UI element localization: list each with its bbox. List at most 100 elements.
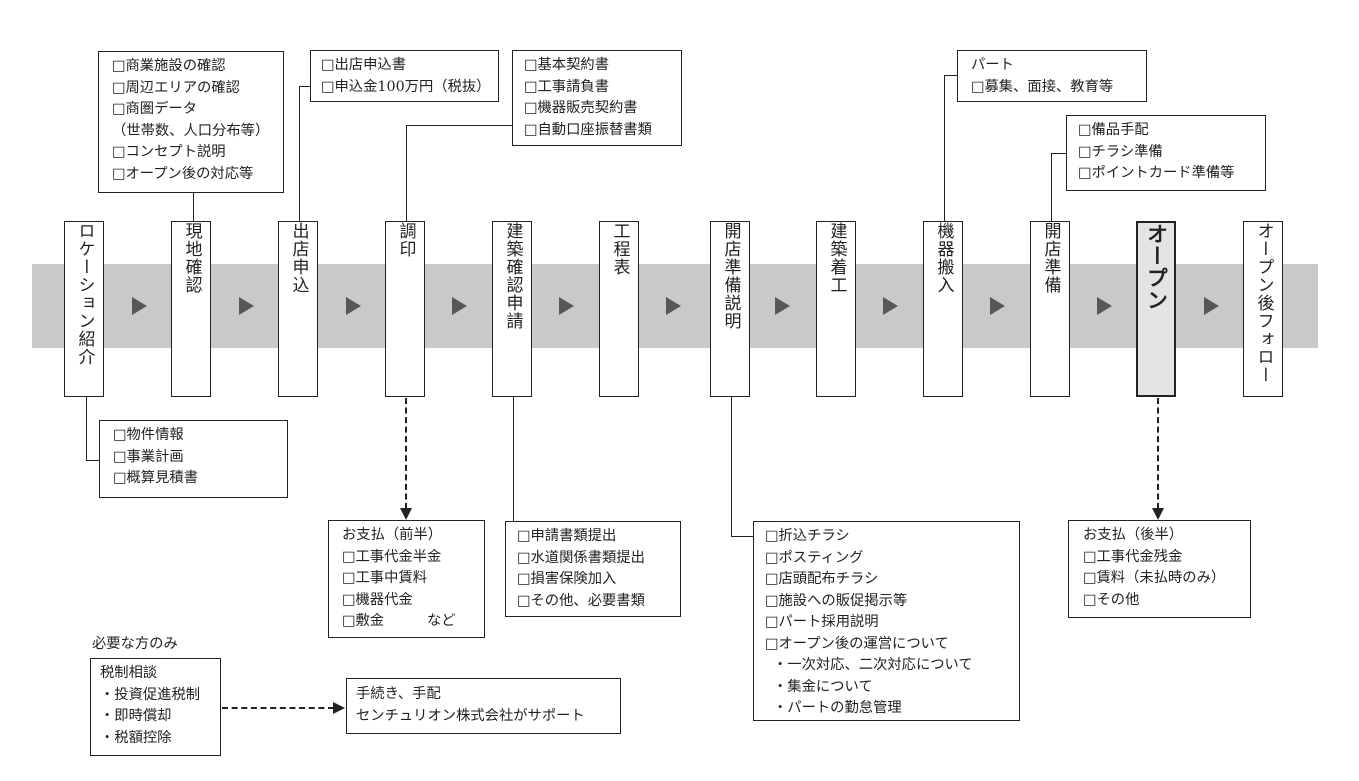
step-location-intro: ロケーション紹介 [64,221,104,397]
note-line: □その他 [1083,591,1140,608]
dashed-connector [1157,398,1159,509]
note-line: ・投資促進税制 [100,686,201,703]
note-line: お支払（後半） [1083,527,1184,543]
note-opening-prep-explain: □折込チラシ □ポスティング □店頭配布チラシ □施設への販促掲示等 □パート採… [753,521,1020,721]
connector-line [731,397,732,536]
note-line: □水道関係書類提出 [517,549,645,566]
arrow-right-icon [333,702,345,714]
dashed-connector [222,707,334,709]
arrow-down-icon [1152,508,1164,520]
note-application: □出店申込書 □申込金100万円（税抜） [310,50,499,102]
note-line: □機器代金 [342,591,413,608]
step-label: 調印 [395,222,416,258]
note-line: お支払（前半） [342,527,443,543]
arrow-down-icon [400,508,412,520]
note-line: □オープン後の対応等 [112,165,254,182]
connector-line [86,460,99,461]
step-equipment-delivery: 機器搬入 [923,221,963,397]
note-line: □商圏データ [112,101,197,117]
note-equipment: パート □募集、面接、教育等 [957,50,1147,102]
note-signing: □基本契約書 □工事請負書 □機器販売契約書 □自動口座振替書類 [512,50,682,146]
flow-arrow-icon [775,297,790,315]
step-label: 工程表 [609,222,630,276]
note-line: □パート採用説明 [765,614,879,630]
connector-line [193,193,194,221]
step-label: 機器搬入 [933,222,954,294]
connector-line [513,397,514,521]
note-line: 手続き、手配 [356,686,441,702]
flow-arrow-icon [883,297,898,315]
connector-line [1051,153,1052,221]
note-line: □自動口座振替書類 [524,121,652,138]
flow-arrow-icon [132,297,147,315]
note-line: □工事請負書 [524,78,609,95]
flow-arrow-icon [990,297,1005,315]
note-line: ・即時償却 [100,708,172,724]
note-line: □備品手配 [1078,122,1149,138]
note-line: □機器販売契約書 [524,100,638,116]
note-line: □物件情報 [113,427,184,443]
note-line: □工事代金残金 [1083,548,1183,565]
step-label: 建築確認申請 [502,222,523,330]
step-building-confirm: 建築確認申請 [492,221,532,397]
note-payment-first-half: お支払（前半） □工事代金半金 □工事中賃料 □機器代金 □敷金 など [328,520,485,638]
step-schedule: 工程表 [599,221,639,397]
note-line: ・パートの勤怠管理 [773,700,902,716]
flow-arrow-icon [346,297,361,315]
step-opening-prep-explain: 開店準備説明 [710,221,750,397]
note-line: □その他、必要書類 [517,592,645,609]
note-site-check: □商業施設の確認 □周辺エリアの確認 □商圏データ （世帯数、人口分布等） □コ… [98,51,284,193]
connector-line [86,397,87,460]
note-line: □店頭配布チラシ [765,571,879,587]
step-construction-start: 建築着工 [816,221,856,397]
note-line: センチュリオン株式会社がサポート [356,707,585,724]
step-signing: 調印 [385,221,425,397]
note-line: □チラシ準備 [1078,143,1163,160]
connector-line [1051,153,1066,154]
step-label: 現地確認 [181,222,202,294]
flow-arrow-icon [452,297,467,315]
step-label: オープン後フォロー [1253,222,1274,384]
step-label: 建築着工 [826,222,847,294]
flow-arrow-icon [1204,297,1219,315]
note-building-confirm: □申請書類提出 □水道関係書類提出 □損害保険加入 □その他、必要書類 [505,521,681,617]
connector-line [299,86,310,87]
note-line: □周辺エリアの確認 [112,79,240,96]
note-line: □事業計画 [113,448,184,465]
step-open: オープン [1136,221,1176,397]
note-line: □工事中賃料 [342,570,427,586]
step-after-open-follow: オープン後フォロー [1243,221,1283,397]
note-line: □ポスティング [765,549,864,566]
note-line: □施設への販促掲示等 [765,592,908,609]
note-line: □基本契約書 [524,57,609,73]
note-opening-prep: □備品手配 □チラシ準備 □ポイントカード準備等 [1066,115,1266,191]
tax-consultation-box: 税制相談 ・投資促進税制 ・即時償却 ・税額控除 [90,658,221,756]
note-line: □ポイントカード準備等 [1078,165,1235,181]
note-line: □損害保険加入 [517,571,617,587]
step-label: 開店準備説明 [720,222,741,330]
note-line: パート [971,57,1014,73]
flow-arrow-icon [1097,297,1112,315]
note-line: □オープン後の運営について [765,635,949,652]
note-line: ・集金について [773,678,873,695]
flow-arrow-icon [559,297,574,315]
connector-line [406,125,512,126]
note-line: □折込チラシ [765,528,850,544]
note-line: □工事代金半金 [342,548,442,565]
step-label: 開店準備 [1040,222,1061,294]
note-line: □概算見積書 [113,470,198,486]
note-location-intro: □物件情報 □事業計画 □概算見積書 [99,420,288,498]
step-label: 出店申込 [288,222,309,294]
support-box: 手続き、手配 センチュリオン株式会社がサポート [346,678,621,734]
note-line: □商業施設の確認 [112,58,226,74]
note-line: ・一次対応、二次対応について [773,657,973,673]
step-label: ロケーション紹介 [74,222,95,366]
step-opening-prep: 開店準備 [1030,221,1070,397]
connector-line [944,75,945,221]
dashed-connector [405,398,407,509]
note-line: □敷金 など [342,613,456,629]
connector-line [299,86,300,221]
note-line: □賃料（未払時のみ） [1083,570,1226,586]
note-line: （世帯数、人口分布等） [112,122,270,139]
note-line: ・税額控除 [100,729,172,746]
